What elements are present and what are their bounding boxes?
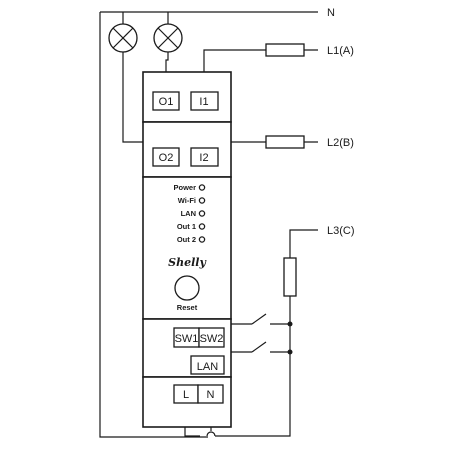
- wire-crossover: [206, 431, 216, 437]
- junction-dot: [287, 349, 293, 355]
- fuse-l3: [283, 257, 297, 297]
- fuse-l1: [265, 43, 305, 57]
- terminal-o2: [152, 147, 180, 167]
- label-l1: L1(A): [327, 45, 354, 57]
- terminal-sw2-label: SW2: [200, 333, 224, 345]
- terminal-i1: [190, 91, 219, 111]
- switch-2-lever: [251, 341, 267, 353]
- fuse-l2: [265, 135, 305, 149]
- terminal-o1-label: O1: [159, 96, 174, 108]
- indicator-power-led: [198, 184, 206, 191]
- terminal-sw2: [198, 327, 225, 348]
- neutral-return-wire: [99, 12, 208, 438]
- label-l2: L2(B): [327, 137, 354, 149]
- terminal-sw1-label: SW1: [175, 333, 199, 345]
- reset-label: Reset: [177, 303, 198, 312]
- label-n: N: [327, 7, 335, 19]
- indicator-wifi-led: [198, 197, 206, 204]
- lamp-icon: [108, 23, 138, 53]
- indicator-power-label: Power: [173, 183, 196, 192]
- indicator-out1-label: Out 1: [177, 222, 196, 231]
- junction-dot: [287, 321, 293, 327]
- terminal-l-label: L: [183, 389, 189, 401]
- indicator-out2-label: Out 2: [177, 235, 196, 244]
- terminal-n-label: N: [207, 389, 215, 401]
- reset-button: [174, 275, 200, 301]
- lamp-icon: [153, 23, 183, 53]
- lan-port-label: LAN: [197, 361, 218, 373]
- label-l3: L3(C): [327, 225, 355, 237]
- terminal-o2-label: O2: [159, 152, 174, 164]
- neutral-wire-to-lamps: [122, 12, 169, 24]
- indicator-lan-label: LAN: [181, 209, 196, 218]
- terminal-i2: [190, 147, 219, 167]
- indicator-wifi-label: Wi-Fi: [178, 196, 196, 205]
- terminal-i1-label: I1: [199, 96, 208, 108]
- indicator-out1-led: [198, 223, 206, 230]
- lan-port: [190, 355, 225, 375]
- shelly-logo: Shelly: [168, 256, 207, 269]
- terminal-o1: [152, 91, 180, 111]
- indicator-out2-led: [198, 236, 206, 243]
- indicator-lan-led: [198, 210, 206, 217]
- terminal-i2-label: I2: [199, 152, 208, 164]
- terminal-n: [197, 384, 224, 404]
- l3-wire: [215, 229, 318, 437]
- switch-1-lever: [251, 313, 267, 325]
